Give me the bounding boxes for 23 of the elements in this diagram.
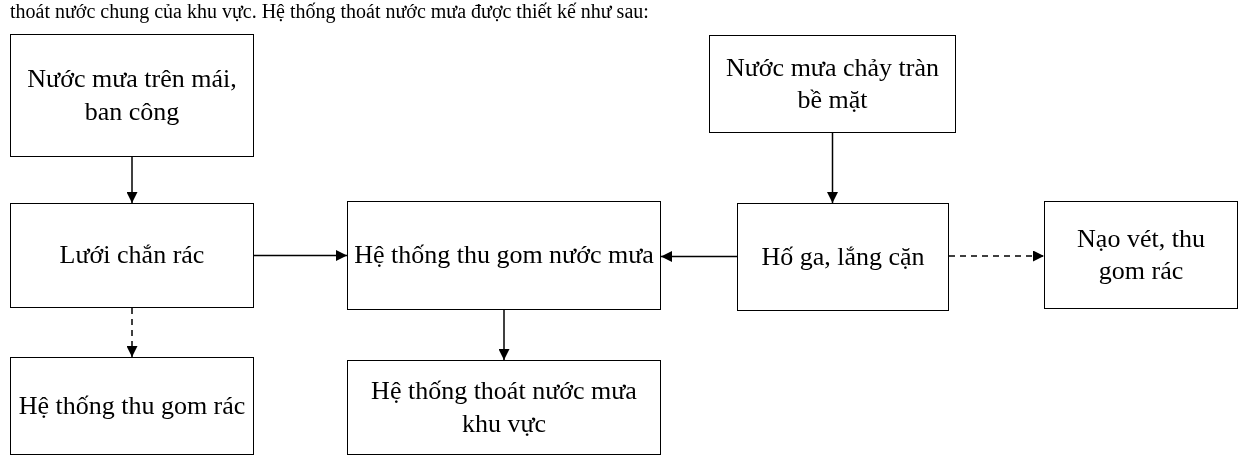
arrow bbox=[948, 250, 1045, 262]
process-box bbox=[1044, 201, 1238, 309]
process-box bbox=[347, 360, 661, 455]
box-text: Hệ thống thu gom nước mưa bbox=[354, 239, 654, 272]
box-text: Lưới chắn rác bbox=[59, 239, 205, 272]
box-text: Nước mưa trên mái, ban công bbox=[26, 63, 238, 128]
arrow bbox=[126, 156, 138, 204]
box-text: Nước mưa chảy tràn bề mặt bbox=[725, 51, 940, 116]
process-box bbox=[10, 34, 254, 157]
arrow bbox=[827, 132, 838, 204]
box-text: Nạo vét, thu gom rác bbox=[1076, 222, 1206, 287]
process-box bbox=[347, 201, 661, 310]
process-box bbox=[10, 357, 254, 455]
process-box bbox=[10, 203, 254, 308]
process-box bbox=[737, 203, 949, 311]
box-text: Hệ thống thoát nước mưa khu vực bbox=[370, 375, 638, 440]
box-text: Hố ga, lắng cặn bbox=[761, 240, 925, 273]
box-text: Hệ thống thu gom rác bbox=[18, 389, 246, 422]
arrow bbox=[126, 307, 138, 358]
arrow bbox=[498, 309, 510, 361]
arrow bbox=[660, 251, 738, 262]
arrow bbox=[253, 250, 348, 261]
process-box bbox=[709, 35, 956, 133]
